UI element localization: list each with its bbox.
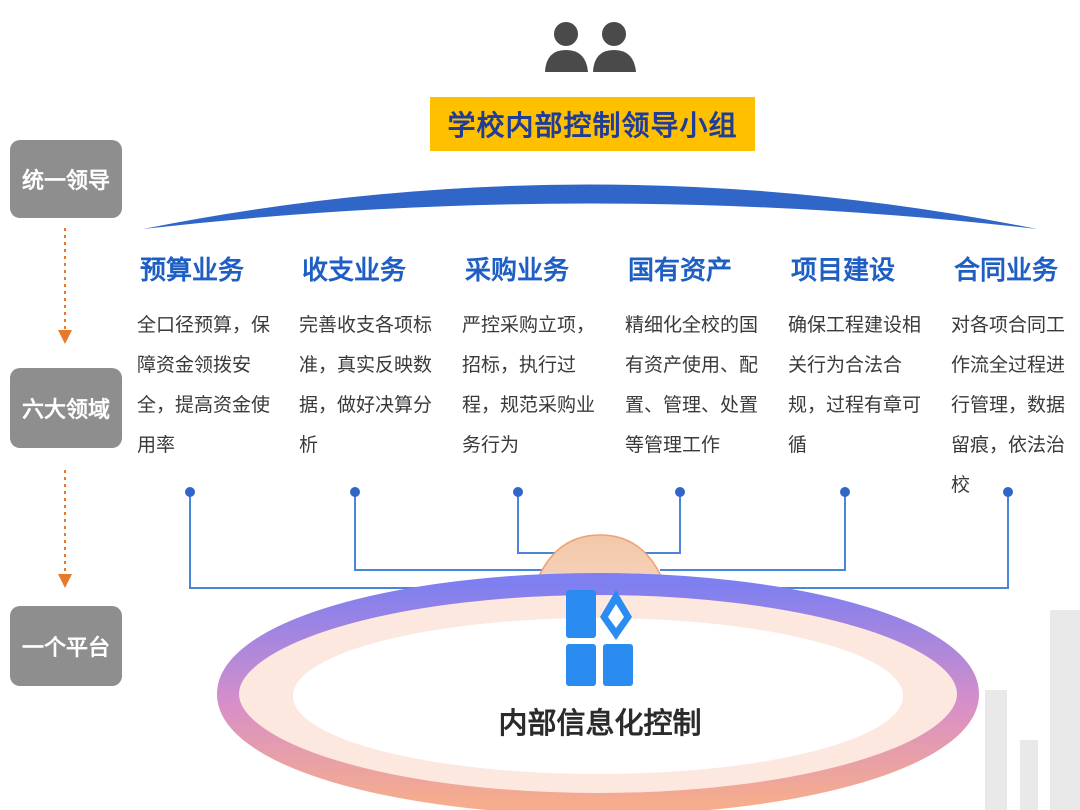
leadership-group-title: 学校内部控制领导小组	[430, 97, 755, 151]
domain-title-budget: 预算业务	[140, 256, 245, 286]
domain-desc-budget: 全口径预算，保障资金领拨安全，提高资金使用率	[137, 314, 271, 456]
level-label-unified-leadership: 统一领导	[10, 140, 122, 218]
level-label-one-platform: 一个平台	[10, 606, 122, 686]
watermark-shape	[985, 610, 1080, 810]
platform-ring	[217, 573, 979, 810]
domain-title-revenue-expense: 收支业务	[302, 256, 407, 286]
connector-dots	[185, 487, 1013, 497]
platform-icon	[566, 590, 633, 686]
level-arrows	[58, 228, 72, 588]
level-label-six-domains: 六大领域	[10, 368, 122, 448]
domain-desc-contracts: 对各项合同工作流全过程进行管理，数据留痕，依法治校	[951, 314, 1066, 496]
domain-title-construction: 项目建设	[791, 256, 896, 286]
leadership-arc	[143, 184, 1037, 229]
people-icon	[545, 22, 636, 72]
domain-title-state-assets: 国有资产	[628, 256, 733, 286]
domain-desc-procurement: 严控采购立项，招标，执行过程，规范采购业务行为	[462, 314, 596, 456]
platform-label: 内部信息化控制	[498, 706, 702, 740]
domain-title-procurement: 采购业务	[465, 256, 570, 286]
domain-title-contracts: 合同业务	[954, 256, 1059, 286]
domain-desc-construction: 确保工程建设相关行为合法合规，过程有章可循	[788, 314, 922, 456]
domain-desc-state-assets: 精细化全校的国有资产使用、配置、管理、处置等管理工作	[625, 314, 759, 456]
domain-desc-revenue-expense: 完善收支各项标准，真实反映数据，做好决算分析	[299, 314, 433, 456]
